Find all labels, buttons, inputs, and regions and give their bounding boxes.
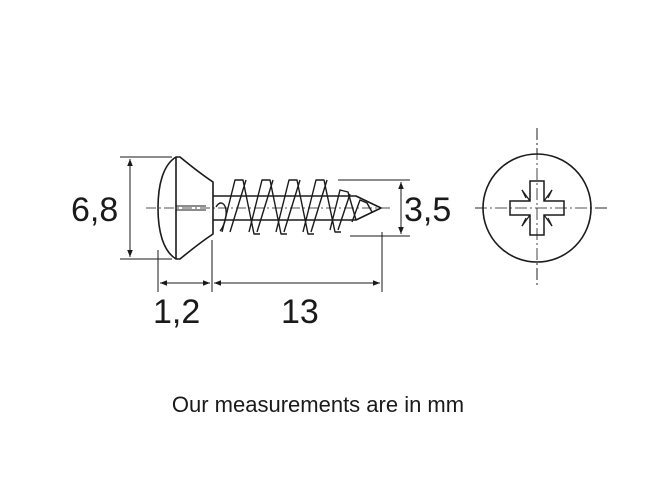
dimension-lines — [120, 156, 410, 292]
head-diameter-label: 6,8 — [71, 191, 118, 229]
screw-side-view — [146, 156, 392, 260]
screw-shank — [213, 195, 382, 221]
units-caption: Our measurements are in mm — [171, 392, 465, 417]
head-height-label: 1,2 — [153, 293, 200, 331]
screw-head — [157, 156, 214, 260]
thread-diameter-label: 3,5 — [404, 191, 451, 229]
thread-length-label: 13 — [281, 293, 319, 331]
pozidriv-tick-marks — [521, 189, 553, 227]
screw-threads — [215, 179, 373, 235]
screw-head-top-view — [475, 128, 607, 288]
